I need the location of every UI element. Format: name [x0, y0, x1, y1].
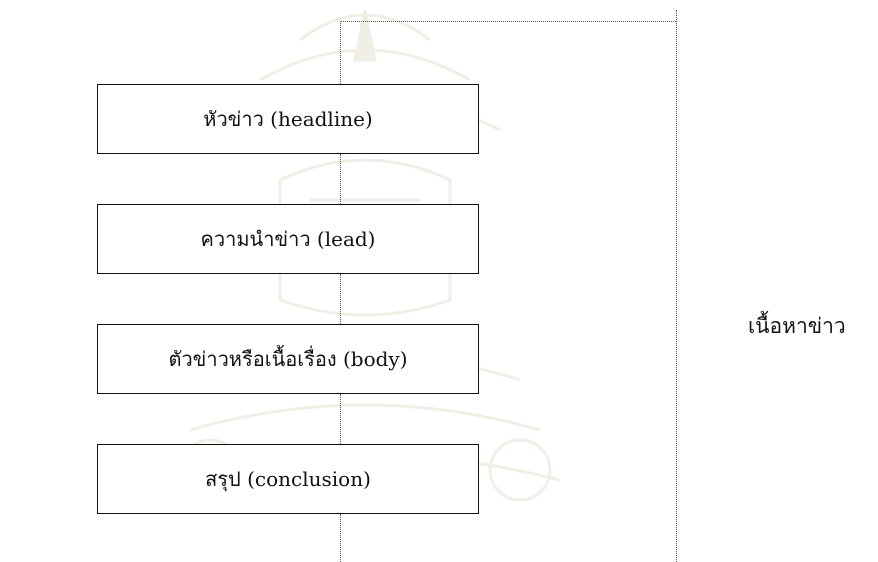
- connector-2-3: [340, 274, 341, 324]
- body-box: ตัวข่าวหรือเนื้อเรื่อง (body): [97, 324, 479, 394]
- lead-label: ความนำข่าว (lead): [200, 227, 376, 251]
- connector-top: [340, 21, 341, 84]
- conclusion-box: สรุป (conclusion): [97, 444, 479, 514]
- connector-bottom: [340, 514, 341, 562]
- lead-box: ความนำข่าว (lead): [97, 204, 479, 274]
- conclusion-label: สรุป (conclusion): [205, 467, 371, 491]
- headline-label: หัวข่าว (headline): [203, 107, 373, 131]
- headline-box: หัวข่าว (headline): [97, 84, 479, 154]
- connector-1-2: [340, 154, 341, 204]
- news-content-label: เนื้อหาข่าว: [748, 314, 846, 338]
- connector-3-4: [340, 394, 341, 444]
- bracket-top-line: [340, 21, 676, 22]
- body-label: ตัวข่าวหรือเนื้อเรื่อง (body): [168, 347, 408, 371]
- bracket-right-line: [676, 10, 677, 562]
